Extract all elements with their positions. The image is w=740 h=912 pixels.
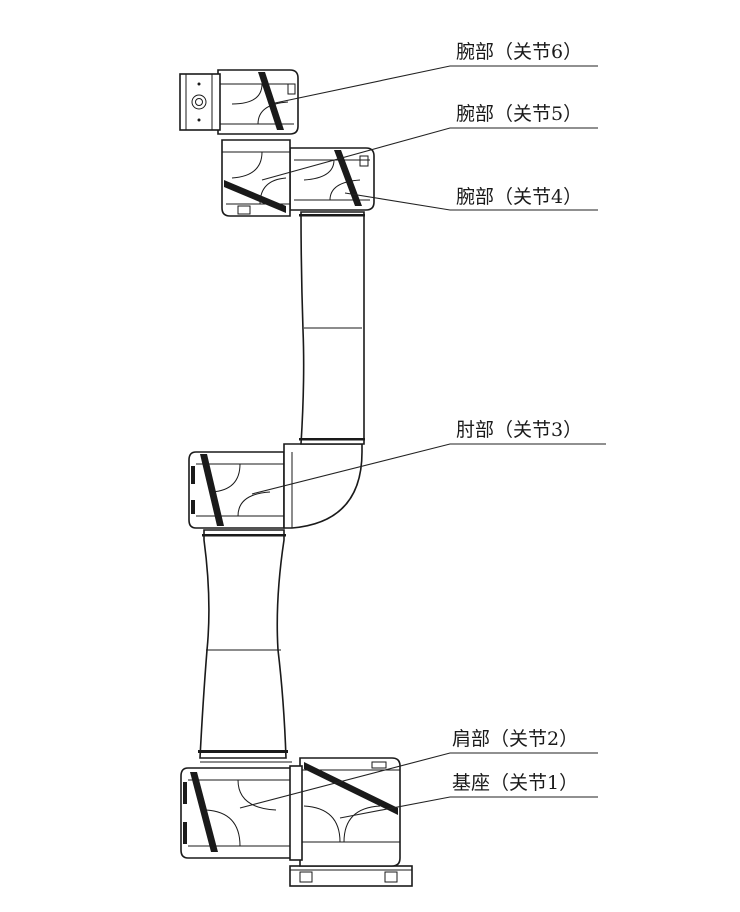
shoulder-joint bbox=[180, 765, 303, 861]
base-plate bbox=[289, 865, 413, 887]
leader-base1 bbox=[339, 796, 598, 819]
lower-arm bbox=[198, 529, 292, 763]
labels: 腕部（关节6） 腕部（关节5） 腕部（关节4） 肘部（关节3） 肩部（关节2） … bbox=[452, 41, 582, 794]
label-wrist5: 腕部（关节5） bbox=[456, 103, 582, 125]
leader-wrist4 bbox=[344, 192, 598, 211]
label-wrist4: 腕部（关节4） bbox=[456, 186, 582, 208]
wrist-joint-5 bbox=[221, 139, 291, 217]
leader-lines bbox=[239, 65, 606, 819]
label-base1: 基座（关节1） bbox=[452, 772, 578, 794]
leader-wrist6 bbox=[274, 65, 598, 104]
leader-wrist5 bbox=[261, 127, 598, 181]
label-wrist6: 腕部（关节6） bbox=[456, 41, 582, 63]
label-shoulder2: 肩部（关节2） bbox=[452, 728, 578, 750]
label-elbow3: 肘部（关节3） bbox=[456, 419, 582, 441]
leader-elbow3 bbox=[251, 443, 606, 495]
base-joint bbox=[299, 757, 401, 867]
wrist-joint-6 bbox=[179, 69, 299, 135]
leader-shoulder2 bbox=[239, 752, 598, 809]
upper-arm bbox=[299, 211, 365, 445]
elbow-joint bbox=[188, 443, 363, 529]
wrist-joint-4 bbox=[289, 147, 375, 211]
